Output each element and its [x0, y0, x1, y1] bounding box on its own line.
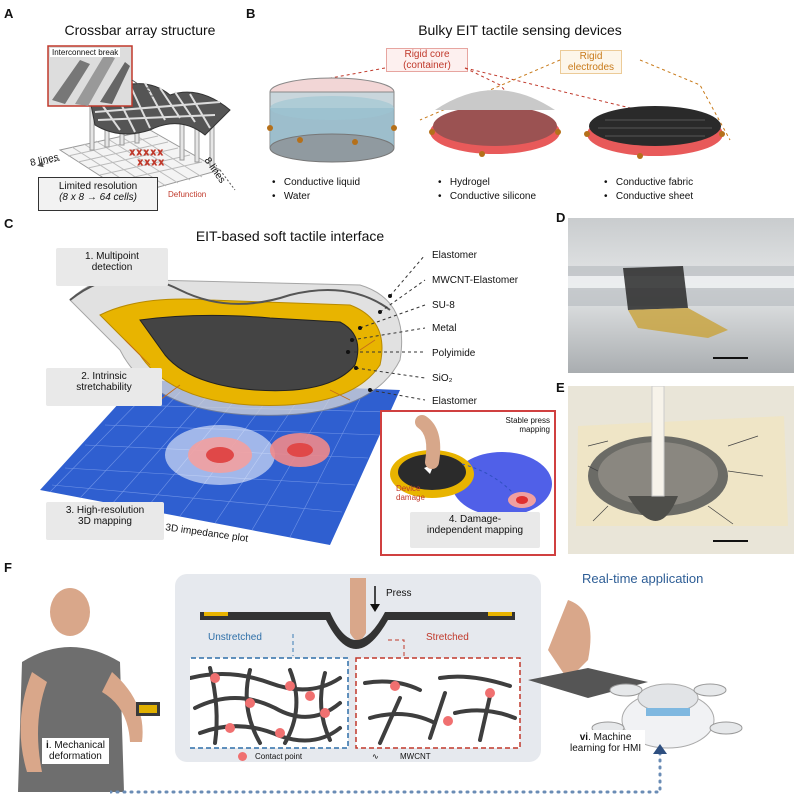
realtime-label: Real-time application [582, 571, 704, 586]
photo-d [568, 218, 794, 373]
panel-b-letter: B [246, 6, 256, 21]
device-2-item-1: Hydrogel [449, 177, 490, 188]
feature-4-box: 4. Damage- independent mapping [410, 512, 540, 548]
device-list-2: • Hydrogel • Conductive silicone [438, 177, 537, 202]
left-caption-text: . Mechanical deformation [48, 740, 105, 762]
damage-mapping-illustration [390, 415, 552, 516]
bulky-devices-illustration [267, 59, 731, 163]
legend-contact: Contact point [238, 752, 303, 762]
legend-mwcnt: ∿ MWCNT [372, 752, 431, 761]
device-3-item-1: Conductive fabric [615, 177, 694, 188]
device-1-item-1: Conductive liquid [283, 177, 361, 188]
resolution-line1: Limited resolution [58, 181, 138, 192]
photo-e [568, 385, 794, 554]
panel-d-letter: D [556, 210, 566, 225]
feature-1-box: 1. Multipoint detection [56, 248, 168, 286]
layer-label-5: Polyimide [432, 348, 476, 359]
press-label: Press [386, 588, 412, 599]
layer-label-3: SU-8 [432, 300, 455, 311]
press-photo-illustration [576, 385, 788, 542]
right-caption: vi. Machine learning for HMI [566, 730, 646, 756]
stable-mapping-label: Stable press mapping [505, 416, 550, 434]
contact-point-icon [238, 752, 247, 762]
device-list-1: • Conductive liquid • Water [272, 177, 361, 202]
stretched-label: Stretched [426, 632, 469, 643]
legend-mwcnt-label: MWCNT [400, 752, 431, 761]
layer-label-6: SiO₂ [432, 373, 453, 384]
device-damage-label: Device damage [396, 484, 425, 502]
panel-f-letter: F [4, 560, 12, 575]
layer-label-2: MWCNT-Elastomer [432, 275, 519, 286]
right-caption-num: vi [579, 732, 589, 743]
svg-text:x x x x: x x x x [138, 157, 164, 167]
left-caption: i. Mechanical deformation [42, 738, 109, 764]
panel-c-letter: C [4, 216, 14, 231]
mwcnt-icon: ∿ [372, 752, 379, 761]
panel-b-title: Bulky EIT tactile sensing devices [418, 22, 622, 38]
interconnect-break-label: Interconnect break [50, 48, 121, 57]
rigid-electrodes-label: Rigid electrodes [560, 50, 622, 74]
defunction-label: Defunction [168, 190, 207, 199]
press-mechanism-diagram [190, 578, 521, 749]
right-caption-text: . Machine learning for HMI [570, 732, 642, 754]
panel-e-letter: E [556, 380, 565, 395]
layer-label-4: Metal [432, 323, 457, 334]
flow-arrow [110, 744, 667, 794]
layer-label-7: Elastomer [432, 396, 478, 407]
panel-a-letter: A [4, 6, 14, 21]
left-caption-num: i [46, 740, 49, 751]
device-list-3: • Conductive fabric • Conductive sheet [604, 177, 694, 202]
rigid-core-label: Rigid core (container) [386, 48, 468, 72]
resolution-line2: (8 x 8 → 64 cells) [59, 192, 137, 203]
device-3-item-2: Conductive sheet [615, 191, 694, 202]
resolution-box: Limited resolution (8 x 8 → 64 cells) [38, 177, 158, 211]
legend-contact-label: Contact point [255, 752, 303, 761]
tube-photo-illustration [568, 266, 794, 359]
feature-2-box: 2. Intrinsic stretchability [46, 368, 162, 406]
svg-text:x x x x x: x x x x x [130, 147, 163, 157]
device-1-item-2: Water [283, 191, 311, 202]
unstretched-label: Unstretched [208, 632, 262, 643]
layer-label-1: Elastomer [432, 250, 478, 261]
device-2-item-2: Conductive silicone [449, 191, 537, 202]
panel-a-title: Crossbar array structure [64, 22, 216, 38]
damage-inset: Stable press mapping Device damage 4. Da… [380, 410, 556, 556]
panel-c-title: EIT-based soft tactile interface [195, 228, 385, 244]
feature-3-box: 3. High-resolution 3D mapping [46, 502, 164, 540]
